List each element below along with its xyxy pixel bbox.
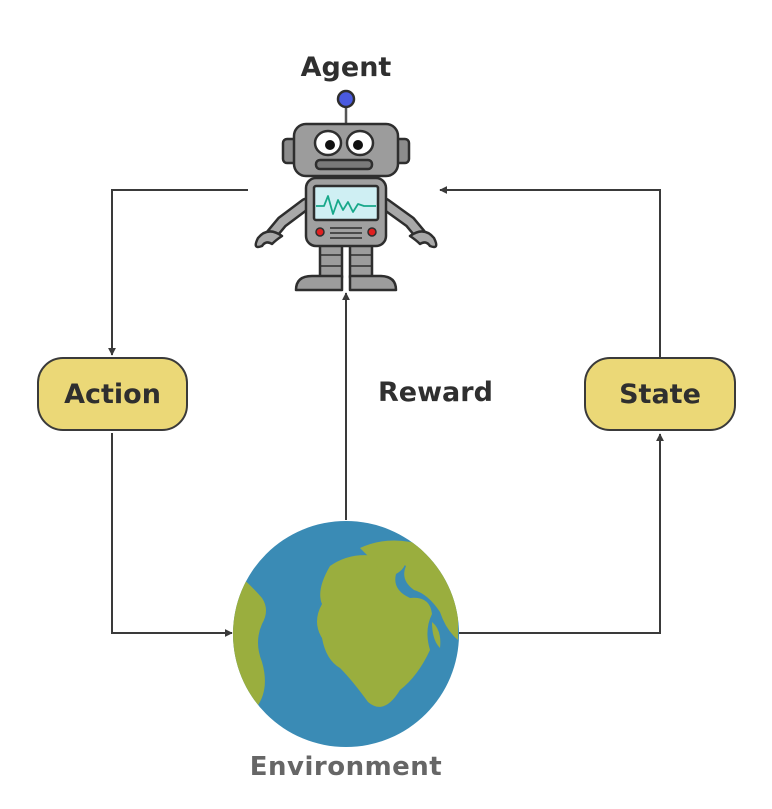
reward-label: Reward [378, 377, 493, 408]
environment-to-state-arrow [459, 433, 664, 634]
action-to-environment-arrow [111, 433, 233, 637]
earth-globe-icon [233, 521, 459, 747]
robot-agent-icon [254, 89, 438, 292]
state-label: State [619, 378, 701, 410]
action-label: Action [64, 378, 161, 410]
environment-label: Environment [249, 752, 443, 782]
agent-label: Agent [300, 52, 392, 83]
state-to-agent-arrow [439, 186, 661, 357]
agent-to-action-arrow [108, 189, 248, 356]
action-node: Action [37, 357, 188, 431]
state-node: State [584, 357, 736, 431]
